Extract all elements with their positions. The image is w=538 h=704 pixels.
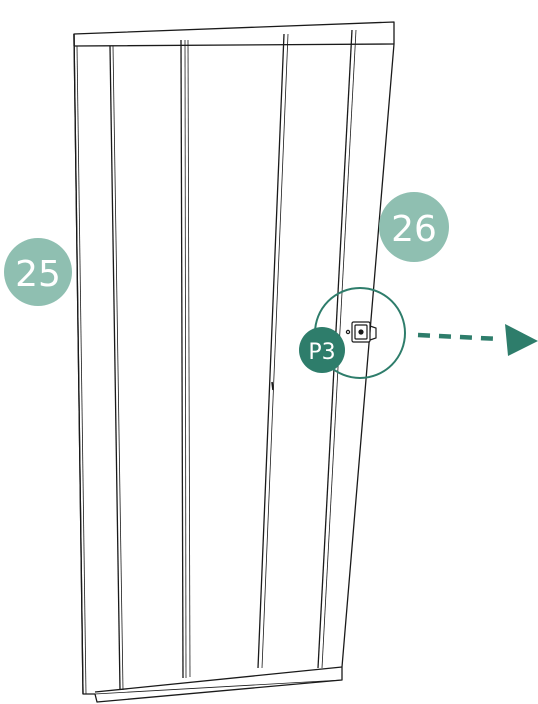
direction-arrow <box>417 324 538 356</box>
part-number-26: 26 <box>391 209 437 250</box>
hardware-callout-p3: P3 <box>299 327 345 373</box>
part-callout-26: 26 <box>379 192 449 262</box>
door-left-edge <box>73 33 84 695</box>
part-callout-25: 25 <box>4 238 72 306</box>
hinge-plate-icon <box>345 321 377 343</box>
door-groove-3 <box>257 33 285 669</box>
hardware-label-p3: P3 <box>308 340 335 365</box>
door-groove-1 <box>109 45 121 691</box>
door-top-rail <box>73 34 395 47</box>
door-bottom-rail <box>94 666 343 693</box>
part-number-25: 25 <box>15 254 61 295</box>
door-groove-2 <box>180 39 184 679</box>
door-panel <box>73 21 395 703</box>
